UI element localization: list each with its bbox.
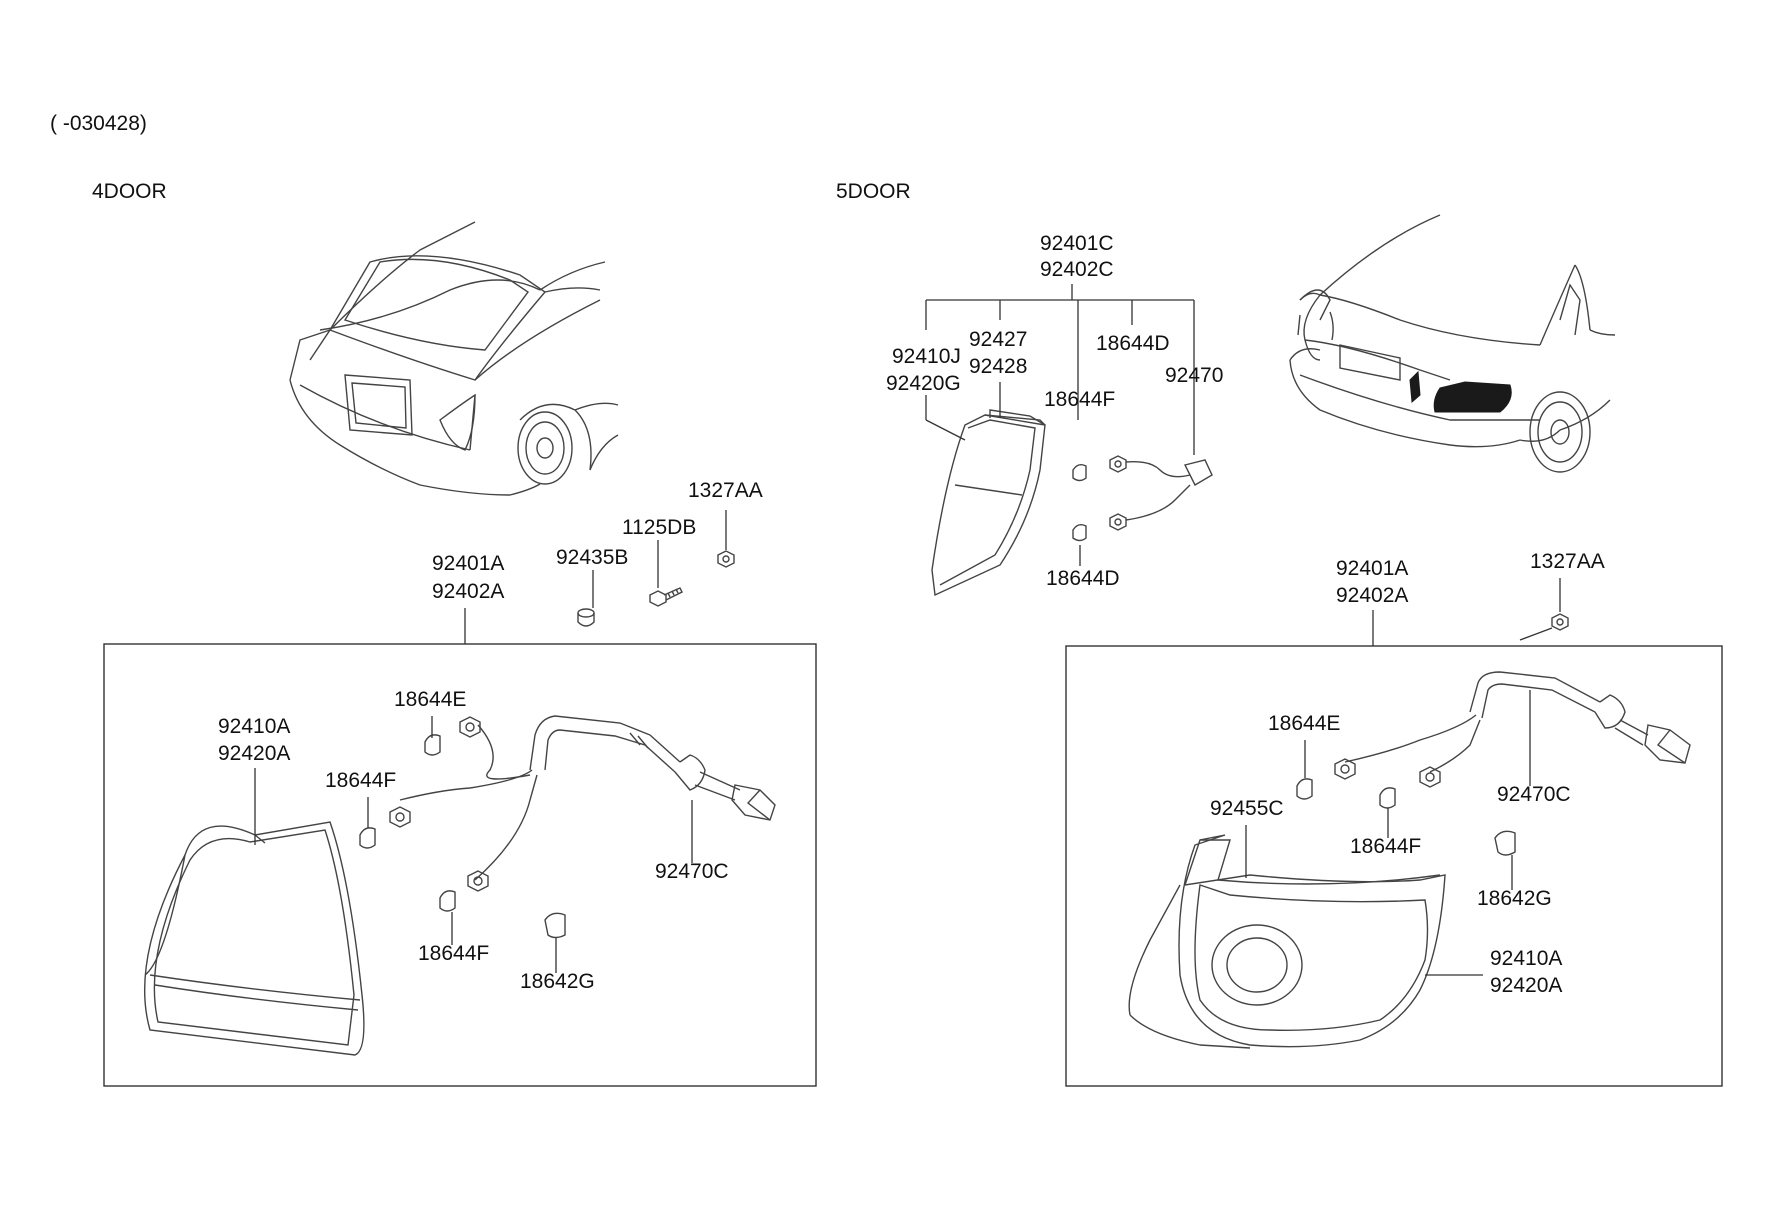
label-92402a-4door: 92402A [432, 580, 504, 603]
bulb-18644f-bottom-4door [439, 890, 456, 912]
socket-18644e-5door [1334, 758, 1356, 780]
label-18644f-top-4door: 18644F [325, 769, 396, 792]
tail-lamp-inner-highlight-5door [1409, 370, 1421, 404]
label-92420a-4door: 92420A [218, 742, 290, 765]
wiring-harness-92470c-4door [399, 715, 776, 881]
label-18644e-5door: 18644E [1268, 712, 1340, 735]
nut-1327aa-5door [1551, 613, 1569, 631]
date-range-label: ( -030428) [50, 112, 147, 135]
section-title-5door: 5DOOR [836, 180, 911, 203]
label-92410j-5door: 92410J [892, 345, 961, 368]
socket-18644e-4door [459, 716, 481, 738]
label-18644f-bottom-4door: 18644F [418, 942, 489, 965]
bulb-18644f-5door [1379, 787, 1396, 809]
label-92427-5door: 92427 [969, 328, 1027, 351]
label-92410a-4door: 92410A [218, 715, 290, 738]
label-1327aa-5door: 1327AA [1530, 550, 1605, 573]
tail-lamp-outer-highlight-5door [1433, 381, 1512, 413]
label-18642g-5door: 18642G [1477, 887, 1552, 910]
assembly-box-5door [1065, 645, 1723, 1087]
label-1125db-4door: 1125DB [622, 516, 696, 539]
screw-1125db-4door [649, 587, 683, 607]
grommet-92435b-4door [577, 608, 595, 627]
label-92410a-5door: 92410A [1490, 947, 1562, 970]
label-92470c-4door: 92470C [655, 860, 729, 883]
socket-18644f-bottom-4door [467, 870, 489, 892]
label-92420g-5door: 92420G [886, 372, 961, 395]
wiring-harness-92470c-5door [1344, 671, 1691, 773]
leader-tree-92401c [925, 284, 1195, 455]
label-92402a-5door: 92402A [1336, 584, 1408, 607]
section-title-4door: 4DOOR [92, 180, 167, 203]
bulb-18644f-top-4door [359, 827, 376, 849]
label-92401c-5door: 92401C [1040, 232, 1114, 255]
label-92401a-5door: 92401A [1336, 557, 1408, 580]
socket-18644f-5door [1419, 766, 1441, 788]
socket-18644f-top-4door [389, 806, 411, 828]
tail-lamp-lens-4door [143, 821, 365, 1056]
bulb-18642g-5door [1494, 830, 1516, 856]
label-1327aa-4door: 1327AA [688, 479, 763, 502]
bulb-18644e-4door [424, 734, 441, 756]
nut-1327aa-4door [717, 550, 735, 568]
label-92420a-5door: 92420A [1490, 974, 1562, 997]
label-92435b-4door: 92435B [556, 546, 628, 569]
car-illustration-4door [289, 221, 619, 496]
label-18644d-bottom-5door: 18644D [1046, 567, 1120, 590]
inner-lamp-lens-5door [931, 409, 1046, 597]
label-92428-5door: 92428 [969, 355, 1027, 378]
label-92455c-5door: 92455C [1210, 797, 1284, 820]
bulb-18644f-inner-5door [1072, 463, 1087, 482]
assembly-box-4door [103, 643, 817, 1087]
label-18644f-5door: 18644F [1350, 835, 1421, 858]
label-18644d-top-5door: 18644D [1096, 332, 1170, 355]
label-18644e-4door: 18644E [394, 688, 466, 711]
label-18642g-4door: 18642G [520, 970, 595, 993]
car-illustration-5door [1289, 214, 1616, 473]
label-92470c-5door: 92470C [1497, 783, 1571, 806]
inner-wiring-92470-5door [1109, 455, 1213, 531]
tail-lamp-lens-5door [1128, 834, 1446, 1049]
label-92470-5door: 92470 [1165, 364, 1223, 387]
label-18644f-5door: 18644F [1044, 388, 1115, 411]
bulb-18644e-5door [1296, 778, 1313, 800]
bulb-18642g-4door [544, 912, 566, 939]
label-92401a-4door: 92401A [432, 552, 504, 575]
bulb-18644d-inner-5door [1072, 523, 1087, 542]
label-92402c-5door: 92402C [1040, 258, 1114, 281]
